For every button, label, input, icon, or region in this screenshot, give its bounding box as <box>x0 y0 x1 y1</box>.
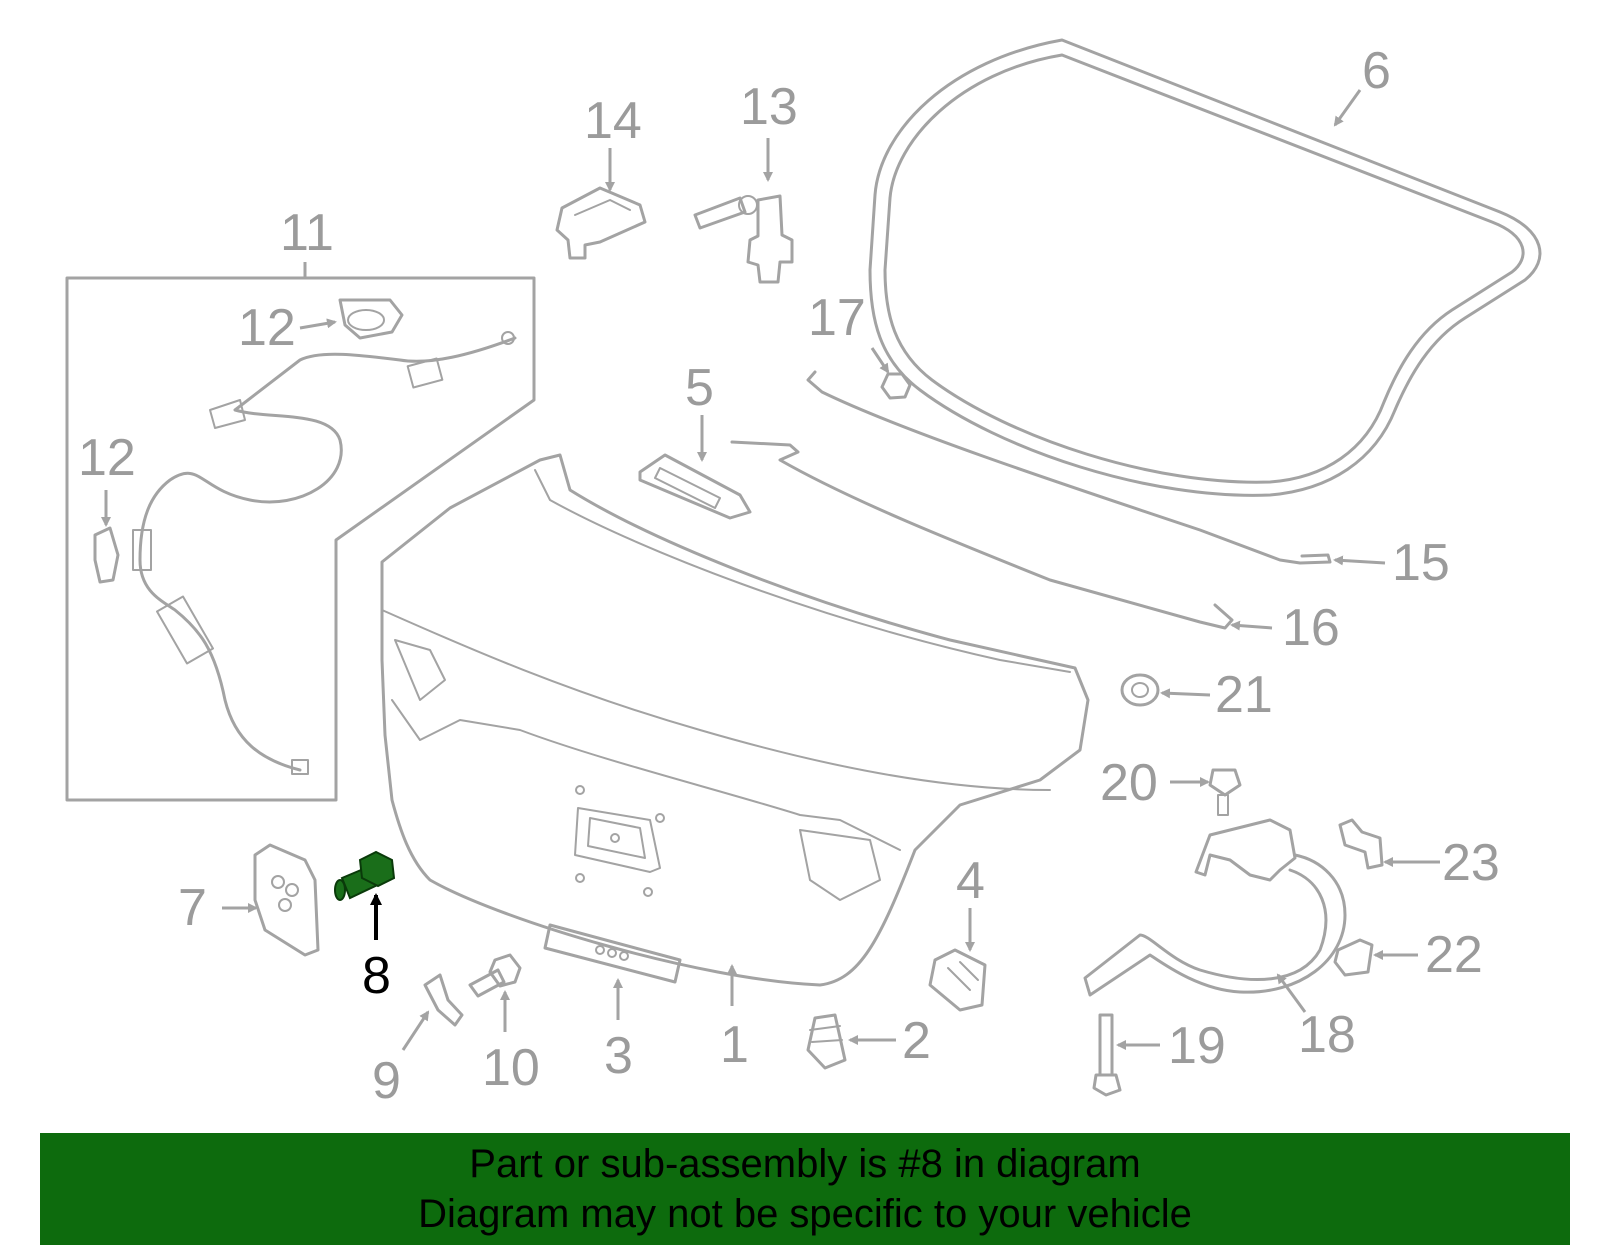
screw-part-20 <box>1208 768 1242 816</box>
callout-15: 15 <box>1392 534 1450 592</box>
bolt-part-19 <box>1092 1013 1122 1097</box>
torsion-rod-part-15 <box>806 370 1332 565</box>
callout-21: 21 <box>1215 666 1273 724</box>
garnish-part-3 <box>543 923 682 984</box>
bumper-part-2 <box>806 1013 847 1070</box>
callout-18: 18 <box>1298 1006 1356 1064</box>
torsion-rod-part-16 <box>730 440 1234 630</box>
callout-7: 7 <box>178 879 207 937</box>
callout-16: 16 <box>1282 599 1340 657</box>
callout-9: 9 <box>372 1052 401 1110</box>
bracket-part-23 <box>1338 818 1384 870</box>
latch-part-18 <box>1083 818 1347 997</box>
bolt-part-10 <box>468 953 522 998</box>
callout-23: 23 <box>1442 834 1500 892</box>
callout-13: 13 <box>740 78 798 136</box>
callout-10: 10 <box>482 1039 540 1097</box>
callout-8[interactable]: 8 <box>362 947 391 1005</box>
banner-disclaimer-line: Diagram may not be specific to your vehi… <box>418 1192 1192 1236</box>
callout-6: 6 <box>1362 42 1391 100</box>
banner-part-line: Part or sub-assembly is #8 in diagram <box>469 1142 1141 1186</box>
connector-part-12-top <box>338 298 404 340</box>
callout-1: 1 <box>720 1016 749 1074</box>
callout-numbers: 14 13 6 11 12 12 17 5 15 16 21 20 23 22 … <box>78 42 1500 1110</box>
callout-19: 19 <box>1168 1017 1226 1075</box>
callout-5: 5 <box>685 359 714 417</box>
switch-part-7 <box>253 843 320 957</box>
callout-4: 4 <box>956 852 985 910</box>
trunk-lid-part-1 <box>380 453 1090 987</box>
bracket-part-14 <box>555 186 647 260</box>
harness-subassembly-frame <box>65 262 536 802</box>
clip-part-9 <box>423 973 464 1027</box>
weatherstrip-part-6 <box>868 38 1542 497</box>
part-info-banner: Part or sub-assembly is #8 in diagram Di… <box>40 1133 1570 1245</box>
leader-lines <box>101 89 1440 1051</box>
callout-12-side: 12 <box>78 429 136 487</box>
callout-22: 22 <box>1425 926 1483 984</box>
key-cylinder-part-13 <box>693 194 794 284</box>
callout-20: 20 <box>1100 754 1158 812</box>
clip-part-22 <box>1333 938 1374 977</box>
wire-harness-part-11 <box>132 331 517 775</box>
cushion-part-21 <box>1120 673 1160 707</box>
latch-cover-part-4 <box>928 948 987 1012</box>
callout-2: 2 <box>902 1012 931 1070</box>
connector-part-12-side <box>93 526 120 584</box>
grommet-part-17 <box>880 372 912 400</box>
callout-11: 11 <box>280 204 334 262</box>
bolt-part-8[interactable] <box>334 850 396 901</box>
callout-14: 14 <box>584 92 642 150</box>
lamp-part-5 <box>638 453 752 520</box>
callout-3: 3 <box>604 1027 633 1085</box>
callout-17: 17 <box>808 289 866 347</box>
callout-12-top: 12 <box>238 299 296 357</box>
